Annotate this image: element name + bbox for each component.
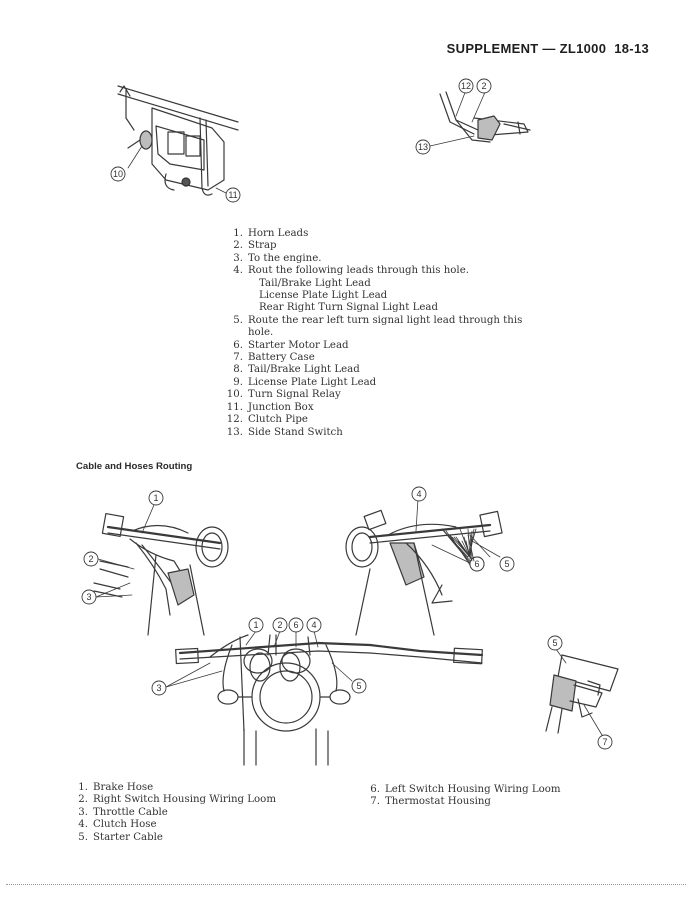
legend-continuation: hole. — [248, 327, 274, 339]
legend-item: 6.Starter Motor Lead — [233, 339, 349, 351]
cable-callout-7: 7 — [602, 737, 607, 747]
legend-item: 3.To the engine. — [233, 252, 322, 264]
legend-item: 6.Left Switch Housing Wiring Loom — [370, 784, 561, 795]
cable-callout-4-right: 4 — [416, 489, 421, 499]
left-handlebar-view — [93, 512, 229, 636]
legend-subitem: Rear Right Turn Signal Light Lead — [259, 302, 438, 314]
callout-12: 12 — [461, 81, 471, 91]
cable-callout-3-left: 3 — [86, 592, 91, 602]
bottom-legend-left: 1.Brake Hose 2.Right Switch Housing Wiri… — [70, 782, 276, 844]
side-stand-switch-figure: 12 2 13 — [415, 78, 531, 155]
callout-11: 11 — [228, 190, 237, 200]
cable-callout-3-center: 3 — [156, 683, 161, 693]
page-header-title: SUPPLEMENT — ZL1000 — [446, 41, 607, 56]
junction-box-drawing — [117, 85, 239, 196]
right-handlebar-view — [345, 509, 503, 636]
legend-item: 7.Battery Case — [233, 352, 315, 364]
cable-callout-1-left: 1 — [153, 493, 158, 503]
legend-item: 8.Tail/Brake Light Lead — [233, 364, 360, 376]
bottom-rule — [6, 884, 686, 885]
cable-callout-5-small: 5 — [552, 638, 557, 648]
legend-item: 11.Junction Box — [226, 401, 314, 413]
legend-item: 1.Brake Hose — [78, 782, 154, 793]
page-header: SUPPLEMENT — ZL1000 18-13 — [447, 41, 649, 56]
cable-routing-figure: 1 2 3 4 6 — [81, 486, 619, 766]
cable-callout-6-label: 6 — [474, 559, 479, 569]
cable-callout-4-center: 4 — [311, 620, 316, 630]
legend-subitem: Tail/Brake Light Lead — [259, 277, 371, 289]
top-legend: 1.Horn Leads 2.Strap 3.To the engine. 4.… — [225, 228, 523, 439]
legend-item: 4.Rout the following leads through this … — [233, 265, 469, 277]
legend-item: 9.License Plate Light Lead — [233, 376, 377, 388]
cable-callout-2-left: 2 — [88, 554, 93, 564]
side-stand-switch-drawing — [439, 91, 531, 143]
legend-item: 7.Thermostat Housing — [370, 796, 491, 808]
cable-callout-5-right: 5 — [504, 559, 509, 569]
front-view — [175, 634, 484, 766]
junction-box-figure: 10 11 — [110, 85, 241, 203]
legend-item: 2.Strap — [233, 240, 277, 252]
page-number: 18-13 — [614, 41, 649, 56]
thermostat-view — [545, 654, 619, 734]
legend-item: 13.Side Stand Switch — [226, 426, 343, 438]
legend-item: 10.Turn Signal Relay — [226, 389, 341, 401]
cable-callout-1-center: 1 — [253, 620, 258, 630]
cable-callout-6-center: 6 — [293, 620, 298, 630]
legend-item: 2.Right Switch Housing Wiring Loom — [78, 794, 276, 806]
section-title: Cable and Hoses Routing — [76, 461, 193, 472]
bottom-legend-right: 6.Left Switch Housing Wiring Loom 7.Ther… — [362, 784, 561, 809]
legend-item: 5.Route the rear left turn signal light … — [233, 314, 523, 326]
legend-item: 4.Clutch Hose — [78, 819, 157, 831]
cable-callout-2-center: 2 — [277, 620, 282, 630]
legend-item: 1.Horn Leads — [233, 228, 309, 239]
legend-subitem: License Plate Light Lead — [259, 290, 388, 302]
cable-callout-5-center: 5 — [356, 681, 361, 691]
callout-13: 13 — [418, 142, 428, 152]
callout-2: 2 — [481, 81, 486, 91]
callout-10: 10 — [113, 169, 123, 179]
legend-item: 5.Starter Cable — [78, 831, 163, 843]
legend-item: 12.Clutch Pipe — [226, 414, 308, 426]
legend-item: 3.Throttle Cable — [78, 806, 168, 818]
